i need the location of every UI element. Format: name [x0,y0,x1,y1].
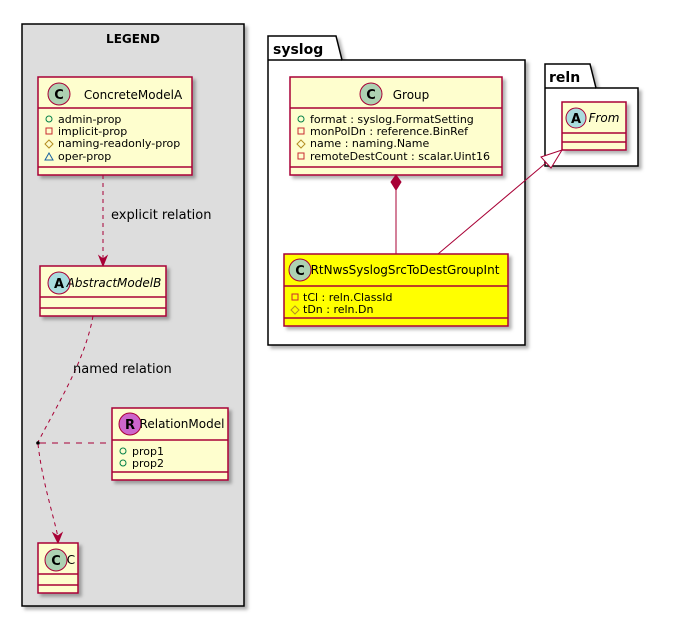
c-model-name: C [67,553,75,567]
rt-stereotype-letter: C [295,264,305,279]
abstract-stereotype-letter: A [54,277,64,292]
attribute-oper-prop: oper-prop [58,150,111,163]
private-visibility-icon [297,152,305,160]
relation-junction [36,441,40,445]
group-name: Group [393,88,430,102]
attribute-name: name : naming.Name [310,137,430,150]
class-c-icon [47,82,71,106]
c-model-class[interactable]: C C [37,542,79,594]
rt-class-name: RtNwsSyslogSrcToDestGroupInt [311,263,500,277]
attribute-admin-prop: admin-prop [58,113,121,126]
package-visibility-icon [44,151,54,161]
concrete-model-name: ConcreteModelA [84,88,183,102]
protected-visibility-icon [296,139,306,149]
attribute-naming-readonly-prop: naming-readonly-prop [58,137,180,150]
concrete-model-class[interactable]: C ConcreteModelA admin-prop implicit-pro… [37,76,193,176]
abstract-a-icon [47,271,71,295]
class-c-icon [44,548,68,572]
attribute-monpoldn: monPolDn : reference.BinRef [310,125,469,138]
public-visibility-icon [119,447,127,455]
syslog-package-title: syslog [273,42,323,58]
abstract-model-name: AbstractModelB [66,276,162,290]
reln-package-title: reln [549,70,580,86]
public-visibility-icon [297,115,305,123]
protected-visibility-icon [290,305,300,315]
named-relation-path: named relation [36,315,172,545]
class-c-icon [359,82,383,106]
attribute-implicit-prop: implicit-prop [58,125,127,138]
private-visibility-icon [297,127,305,135]
explicit-relation-arrow: explicit relation [97,175,211,268]
protected-visibility-icon [44,139,54,149]
attribute-tcl: tCl : reln.ClassId [303,291,393,304]
relation-model-name: RelationModel [140,417,225,431]
private-visibility-icon [291,293,299,301]
legend-title: LEGEND [106,32,160,46]
attribute-remotedestcount: remoteDestCount : scalar.Uint16 [310,150,490,163]
named-relation-label: named relation [73,362,172,377]
inheritance-link [437,149,564,255]
abstract-model-class[interactable]: A AbstractModelB [39,265,167,317]
private-visibility-icon [45,127,53,135]
public-visibility-icon [119,459,127,467]
from-stereotype-letter: A [571,112,581,127]
relation-r-icon [118,412,142,436]
group-class[interactable]: C Group format : syslog.FormatSetting mo… [289,76,503,176]
explicit-relation-label: explicit relation [111,208,211,223]
relation-model-class[interactable]: R RelationModel prop1 prop2 [111,407,229,481]
abstract-a-icon [565,107,587,129]
from-class-name: From [589,111,620,125]
attribute-prop1: prop1 [132,445,164,458]
attribute-prop2: prop2 [132,457,164,470]
from-class[interactable]: A From [561,101,627,151]
rt-class[interactable]: C RtNwsSyslogSrcToDestGroupInt tCl : rel… [283,253,509,327]
attribute-format: format : syslog.FormatSetting [310,113,474,126]
public-visibility-icon [45,115,53,123]
relation-stereotype-letter: R [125,418,135,433]
group-stereotype-letter: C [366,88,376,103]
class-stereotype-letter: C [54,88,64,103]
class-c-icon [288,258,312,282]
attribute-tdn: tDn : reln.Dn [303,303,373,316]
composition-link [390,174,402,254]
c-stereotype-letter: C [51,554,61,569]
